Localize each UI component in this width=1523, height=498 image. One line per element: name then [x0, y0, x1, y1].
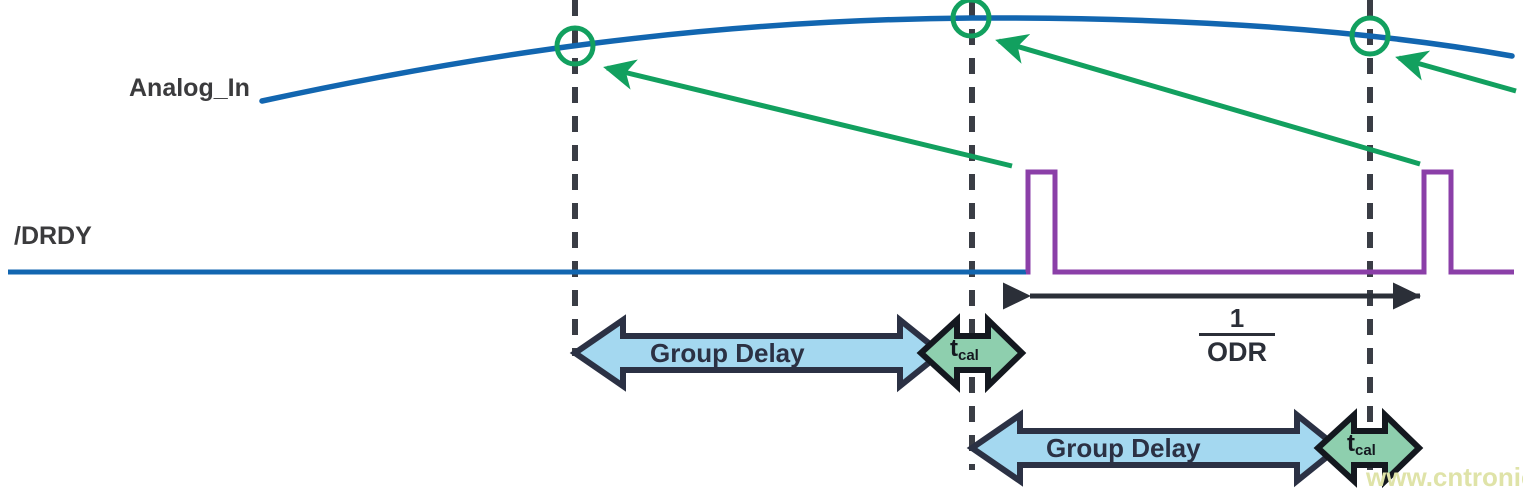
sample-marker-1 [554, 25, 596, 67]
tcal-1-label: tcal [950, 335, 979, 364]
conversion-arrow-1 [603, 59, 1013, 169]
analog-in-label: Analog_In [129, 74, 250, 102]
tcal-arrow-1[interactable] [916, 312, 1027, 394]
analog-in-curve [259, 15, 1515, 104]
tcal-2-subscript: cal [1355, 442, 1376, 459]
sample-marker-3 [1349, 15, 1391, 57]
tcal-2-label: tcal [1347, 430, 1376, 459]
conversion-arrow-2 [995, 33, 1421, 167]
tcal-arrow-2[interactable] [1313, 407, 1424, 489]
odr-period-label: 1 ODR [1183, 305, 1291, 367]
group-delay-2-label: Group Delay [1046, 433, 1201, 463]
conversion-arrow-3 [1395, 50, 1517, 94]
fraction-bar [1199, 333, 1275, 336]
drdy-label: /DRDY [14, 222, 92, 250]
tcal-1-subscript: cal [958, 347, 979, 364]
drdy-pulse-trace [1025, 169, 1514, 275]
tcal-2-symbol: t [1347, 430, 1355, 457]
odr-denominator: ODR [1207, 337, 1267, 367]
odr-numerator: 1 [1229, 303, 1245, 333]
watermark-text: www.cntronics.com [1366, 462, 1523, 492]
sample-marker-2 [950, 0, 992, 39]
group-delay-1-label: Group Delay [650, 338, 805, 368]
tcal-1-symbol: t [950, 335, 958, 362]
